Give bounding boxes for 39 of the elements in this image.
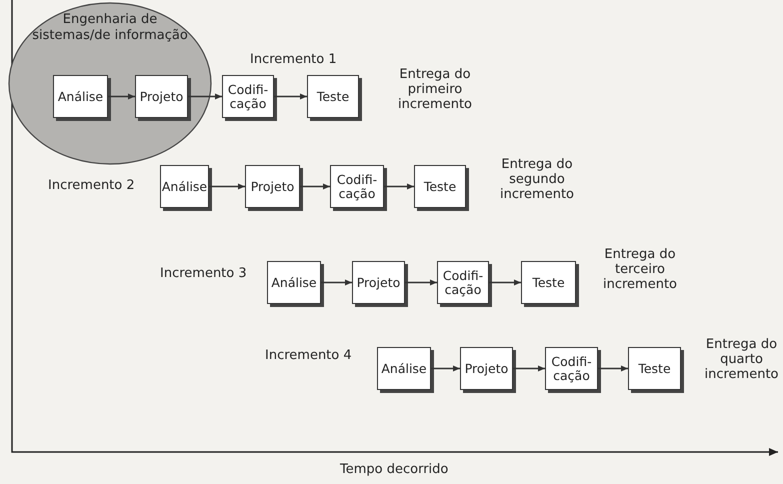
arrow [321,280,352,286]
delivery-note: Entrega do quarto incremento [703,338,780,383]
increment-label: Incremento 1 [250,52,337,67]
axis-label: Tempo decorrido [340,462,448,477]
process-box: Codifi- cação [222,75,274,118]
process-box: Análise [53,75,108,118]
increment-label: Incremento 2 [48,178,135,193]
process-box: Projeto [352,261,405,304]
process-box: Análise [160,165,209,208]
process-box: Projeto [245,165,300,208]
process-box: Análise [377,347,431,390]
ellipse-title: Engenharia de sistemas/de informação [31,12,189,44]
delivery-note: Entrega do primeiro incremento [396,68,473,113]
process-box: Teste [628,347,681,390]
process-box: Teste [307,75,359,118]
process-box: Codifi- cação [330,165,384,208]
arrow [489,280,521,286]
arrow [405,280,437,286]
phase-ellipse [8,2,212,165]
arrow [513,366,545,372]
arrow [188,94,222,100]
process-box: Teste [414,165,466,208]
arrow [598,366,628,372]
arrow [300,184,330,190]
delivery-note: Entrega do segundo incremento [498,158,575,203]
arrow [431,366,460,372]
process-box: Projeto [135,75,188,118]
arrow [274,94,307,100]
process-box: Teste [521,261,576,304]
increment-label: Incremento 4 [265,348,352,363]
process-box: Codifi- cação [437,261,489,304]
process-box: Projeto [460,347,513,390]
process-box: Análise [267,261,321,304]
delivery-note: Entrega do terceiro incremento [602,248,678,293]
arrow [108,94,135,100]
arrow [384,184,414,190]
process-box: Codifi- cação [545,347,598,390]
arrow [209,184,245,190]
increment-label: Incremento 3 [160,266,247,281]
